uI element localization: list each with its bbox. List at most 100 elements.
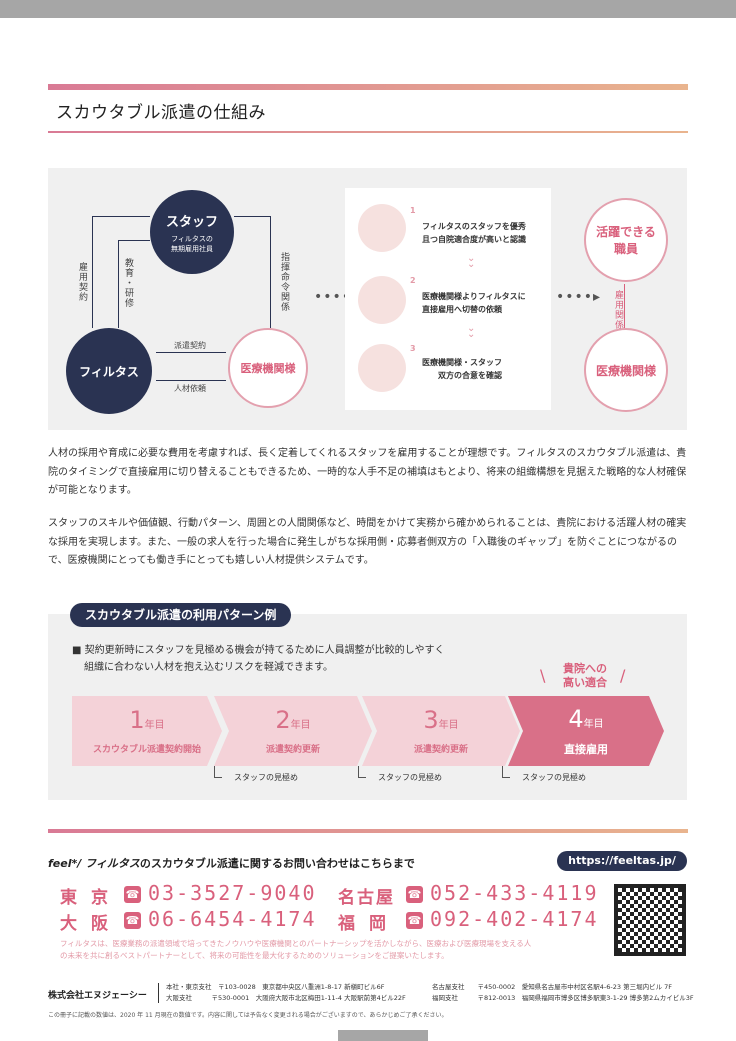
line-kyouiku-h (118, 240, 150, 241)
footer-divider (158, 983, 159, 1003)
brand-logo: feel*/ フィルタス (48, 857, 140, 870)
top-bar (0, 0, 736, 18)
check-2: スタッフの見極め (378, 773, 442, 782)
year-segment-3: 3年目 派遣契約更新 (362, 696, 520, 766)
client-circle-left: 医療機関様 (228, 328, 308, 408)
client-left-label: 医療機関様 (240, 362, 296, 375)
bracket-2 (358, 766, 366, 778)
pattern-bullets: ■ 契約更新時にスタッフを見極める機会が持てるために人員調整が比較的しやすく 組… (72, 642, 445, 676)
step3-line1: 医療機関様・スタッフ (422, 358, 502, 367)
office-phone-nagoya[interactable]: 052-433-4119 (430, 881, 599, 905)
dots-arrow-2: ••••▸ (556, 289, 602, 305)
step3-line2: 双方の合意を確認 (438, 371, 502, 380)
chevron-down-icon: ⌄⌄ (467, 323, 476, 340)
contact-heading-text: のスカウタブル派遣に関するお問い合わせはこちらまで (139, 857, 415, 870)
label-koyou: 雇用契約 (77, 262, 87, 302)
slash-right: / (620, 666, 626, 685)
bullet-line1: ■ 契約更新時にスタッフを見極める機会が持てるために人員調整が比較的しやすく (72, 645, 445, 656)
line-shiki (270, 216, 271, 328)
title-rule-bottom (48, 131, 688, 133)
office-phone-osaka[interactable]: 06-6454-4174 (148, 907, 317, 931)
year3-num: 3年目 (423, 706, 459, 734)
step1-text: フィルタスのスタッフを優秀 且つ自院適合度が高いと認識 (422, 220, 526, 246)
staff-title: スタッフ (165, 214, 218, 230)
desc-line1: フィルタスは、医療業務の派遣領域で培ってきたノウハウや医療機関とのパートナーシッ… (60, 939, 532, 948)
step2-line1: 医療機関様よりフィルタスに (422, 292, 526, 301)
office-city-tokyo: 東京 (60, 888, 122, 908)
step1-number: 1 (410, 206, 416, 215)
step2-illustration (358, 276, 406, 324)
check-3: スタッフの見極め (522, 773, 586, 782)
line-kyouiku (118, 240, 119, 328)
fit-line2: 高い適合 (563, 676, 607, 689)
active-line2: 職員 (613, 242, 638, 256)
bottom-tab (338, 1030, 428, 1041)
website-link[interactable]: https://feeltas.jp/ (557, 851, 687, 871)
phone-icon: ☎ (124, 912, 141, 929)
bracket-3 (502, 766, 510, 778)
addr-nagoya: 名古屋支社 〒450-0002 愛知県名古屋市中村区名駅4-6-23 第三堀内ビ… (432, 983, 673, 991)
year1-num: 1年目 (129, 706, 165, 734)
contact-rule (48, 829, 688, 833)
line-koyou (92, 216, 93, 328)
pattern-title: スカウタブル派遣の利用パターン例 (70, 603, 292, 627)
active-staff-circle: 活躍できる 職員 (584, 198, 668, 282)
company-name: 株式会社エヌジェーシー (48, 991, 147, 1001)
year3-label: 派遣契約更新 (413, 745, 468, 755)
step1-line2: 且つ自院適合度が高いと認識 (422, 235, 526, 244)
qr-code[interactable] (614, 884, 686, 956)
line-koyou-right (624, 284, 625, 328)
title-rule-top (48, 84, 688, 90)
feeltas-circle: フィルタス (66, 328, 152, 414)
year-segment-1: 1年目 スカウタブル派遣契約開始 (72, 696, 222, 766)
fit-label: 貴院への 高い適合 (540, 662, 630, 690)
step2-line2: 直接雇用へ切替の依頼 (422, 305, 502, 314)
active-line1: 活躍できる (596, 225, 656, 239)
bracket-1 (214, 766, 222, 778)
year4-num: 4年目 (568, 704, 604, 733)
slash-left: \ (540, 666, 546, 685)
line-shiki-h (234, 216, 270, 217)
line-koyou-h (92, 216, 150, 217)
office-city-fukuoka: 福岡 (338, 914, 400, 934)
client-circle-right: 医療機関様 (584, 328, 668, 412)
label-shiki: 指揮命令関係 (279, 252, 289, 312)
paragraph-2: スタッフのスキルや価値観、行動パターン、周囲との人間関係など、時間をかけて実務か… (48, 518, 687, 566)
step2-text: 医療機関様よりフィルタスに 直接雇用へ切替の依頼 (422, 290, 526, 316)
addr-osaka: 大阪支社 〒530-0001 大阪府大阪市北区梅田1-11-4 大阪駅前第4ビル… (166, 994, 406, 1002)
step3-illustration (358, 344, 406, 392)
line-jinzai (156, 380, 226, 381)
footer-addresses-right: 名古屋支社 〒450-0002 愛知県名古屋市中村区名駅4-6-23 第三堀内ビ… (432, 982, 694, 1004)
office-phone-fukuoka[interactable]: 092-402-4174 (430, 907, 599, 931)
addr-tokyo: 本社・東京支社 〒103-0028 東京都中央区八重洲1-8-17 新槇町ビル6… (166, 983, 385, 991)
feeltas-label: フィルタス (79, 364, 139, 379)
paragraph-1: 人材の採用や育成に必要な費用を考慮すれば、長く定着してくれるスタッフを雇用するこ… (48, 448, 687, 496)
client-right-label: 医療機関様 (595, 363, 656, 378)
footer-note: この冊子に記載の数値は、2020 年 11 月現在の数値です。内容に関しては予告… (48, 1012, 448, 1019)
year-segment-2: 2年目 派遣契約更新 (214, 696, 372, 766)
fit-line1: 貴院への (563, 662, 607, 675)
label-jinzai: 人材依頼 (174, 384, 206, 393)
year-segment-4: 4年目 直接雇用 (508, 696, 664, 766)
section-title: スカウタブル派遣の仕組み (56, 103, 266, 123)
year2-num: 2年目 (275, 706, 311, 734)
office-city-nagoya: 名古屋 (338, 888, 395, 908)
line-haken (156, 352, 226, 353)
company-description: フィルタスは、医療業務の派遣領域で培ってきたノウハウや医療機関とのパートナーシッ… (60, 938, 600, 962)
office-city-osaka: 大阪 (60, 914, 122, 934)
step1-line1: フィルタスのスタッフを優秀 (422, 222, 526, 231)
desc-line2: の未来を共に創るベストパートナーとして、将来の可能性を最大化するためのソリューシ… (60, 951, 449, 960)
office-phone-tokyo[interactable]: 03-3527-9040 (148, 881, 317, 905)
step1-illustration (358, 204, 406, 252)
label-kyouiku: 教育・研修 (123, 258, 133, 308)
phone-icon: ☎ (124, 886, 141, 903)
step3-text: 医療機関様・スタッフ 双方の合意を確認 (422, 356, 502, 382)
label-koyou-right: 雇用関係 (613, 290, 623, 330)
step3-number: 3 (410, 344, 416, 353)
staff-sub2: 無期雇用社員 (171, 244, 213, 253)
contact-heading: feel*/ フィルタスのスカウタブル派遣に関するお問い合わせはこちらまで (48, 855, 415, 871)
check-1: スタッフの見極め (234, 773, 298, 782)
staff-sub1: フィルタスの (171, 234, 213, 243)
year4-label: 直接雇用 (564, 742, 608, 756)
addr-fukuoka: 福岡支社 〒812-0013 福岡県福岡市博多区博多駅東3-1-29 博多第2ム… (432, 994, 694, 1002)
